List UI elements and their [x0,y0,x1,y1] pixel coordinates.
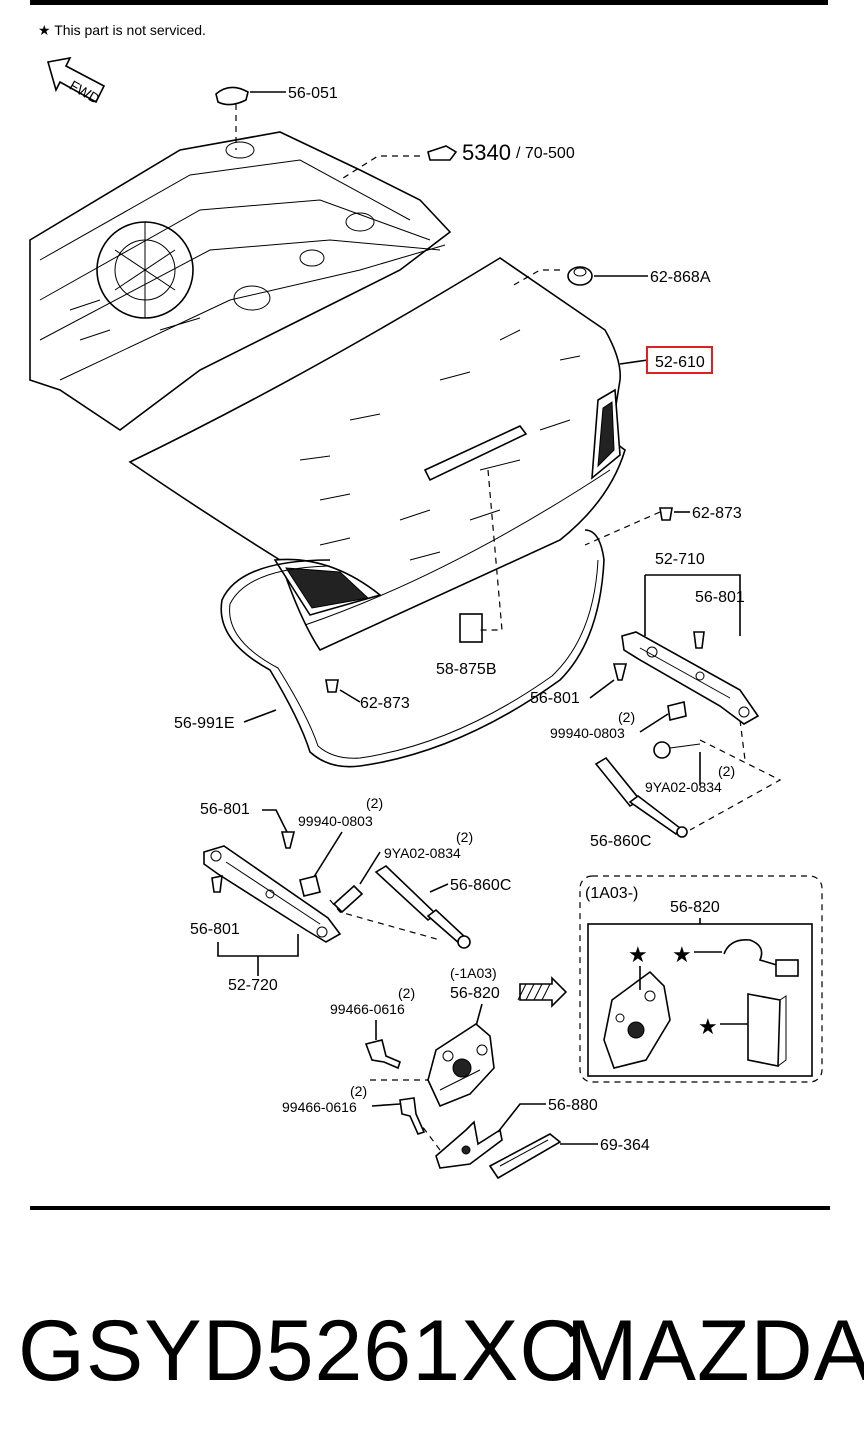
gas-strut-left [374,864,471,949]
label-70-500: / 70-500 [516,145,575,162]
bolt-9ya02-a [653,741,671,759]
bolt-99466-a [364,1039,401,1070]
fwd-arrow-icon: FWD [46,56,106,107]
label-56-801-a: 56-801 [695,589,745,606]
gas-strut-right [594,756,688,838]
label-52-710: 52-710 [655,551,705,568]
footer: GSYD5261XC MAZDA [0,1290,864,1410]
latch-56-820 [427,1023,495,1108]
bolt-99466-b [399,1097,426,1135]
nut-99940-b [299,875,321,897]
label-69-364: 69-364 [600,1137,650,1154]
bolt-9ya02-b [332,884,364,914]
not-serviced-note: ★ This part is not serviced. [38,22,206,38]
hinge-52-710 [621,631,760,725]
label-5340: 5340 [462,140,511,165]
label-56-820-b: 56-820 [670,899,720,916]
transition-arrow-icon [519,976,568,1008]
label-99466-b-qty: (2) [350,1083,367,1099]
clip-56-801-c [280,831,296,849]
caution-label-sheet [747,993,781,1067]
nut-99940-a [667,701,687,721]
label-58-875b: 58-875B [436,661,497,678]
label-9ya02-b-qty: (2) [456,829,473,845]
hinge-52-720 [203,845,342,943]
label-52-720: 52-720 [228,977,278,994]
label-56-051: 56-051 [288,85,338,102]
label-99466-a-qty: (2) [398,985,415,1001]
label-62-868a: 62-868A [650,269,711,286]
cable-connector [723,938,799,977]
label-56-880: 56-880 [548,1097,598,1114]
label-99466-a: 99466-0616 [330,1001,405,1017]
label-56-991e: 56-991E [174,715,235,732]
clip-62-873-low [325,679,339,693]
cover-69-364 [488,1133,562,1180]
label-62-873-top: 62-873 [692,505,742,522]
label-56-860c-b: 56-860C [450,877,511,894]
label-9ya02-a-qty: (2) [718,763,735,779]
label-99940-b-qty: (2) [366,795,383,811]
trunk-lid [128,257,626,652]
latch-variant [603,970,671,1069]
star-icon-label: ★ [698,1014,718,1039]
label-9ya02-a: 9YA02-0834 [645,779,722,795]
clip-56-801-d [211,874,223,893]
label-99940-a: 99940-0803 [550,725,625,741]
label-99940-b: 99940-0803 [298,813,373,829]
label-62-873-low: 62-873 [360,695,410,712]
label-box-title: (1A03-) [585,885,638,902]
star-icon-latch: ★ [628,942,648,967]
label-1a03-range: (-1A03) [450,965,497,981]
brand-name: MAZDA [566,1303,864,1399]
label-99940-a-qty: (2) [618,709,635,725]
rear-floor-panel [29,131,452,431]
label-56-801-c: 56-801 [200,801,250,818]
clip-62-873-top [659,507,673,521]
star-icon-cable: ★ [672,942,692,967]
variant-inner-box [587,923,813,1077]
striker-56-880 [435,1120,503,1169]
bumper-56-051 [215,86,249,106]
label-52-610[interactable]: 52-610 [655,354,705,371]
label-9ya02-b: 9YA02-0834 [384,845,461,861]
clip-56-801-a [693,631,705,649]
part-number: GSYD5261XC [18,1303,583,1399]
fwd-label: FWD [67,77,103,107]
weatherstrip [220,529,605,768]
label-56-801-d: 56-801 [190,921,240,938]
reference-arrow-icon [427,145,458,161]
top-rule [30,0,828,5]
clip-56-801-b [612,663,628,681]
label-56-820-a: 56-820 [450,985,500,1002]
label-56-801-b: 56-801 [530,690,580,707]
label-56-860c-a: 56-860C [590,833,651,850]
bottom-rule [30,1206,830,1210]
highlight-box [646,346,713,374]
label-99466-b: 99466-0616 [282,1099,357,1115]
